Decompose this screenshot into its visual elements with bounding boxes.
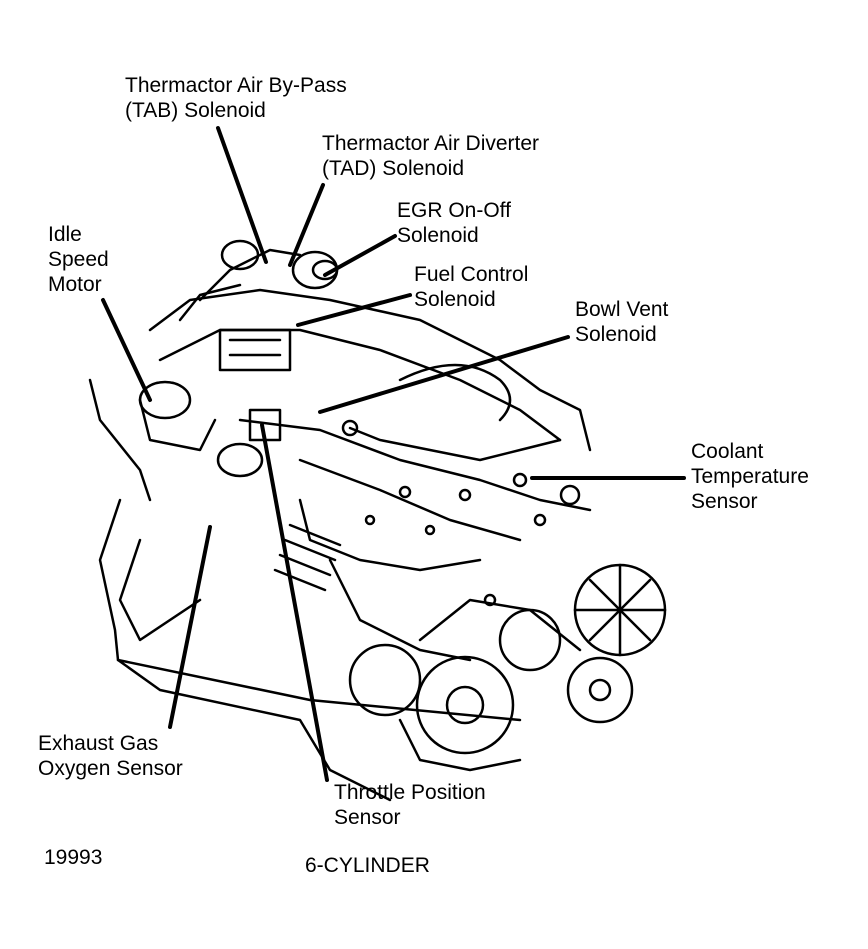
engine-illustration (88, 239, 667, 802)
label-egr-solenoid: EGR On-Off Solenoid (397, 198, 511, 248)
label-line: Sensor (691, 490, 758, 513)
label-line: Thermactor Air By-Pass (125, 74, 347, 97)
label-line: Throttle Position (334, 781, 486, 804)
leader-tad-solenoid (288, 183, 325, 267)
leader-egr-solenoid (323, 234, 397, 277)
label-line: Idle (48, 223, 82, 246)
label-line: Solenoid (414, 288, 496, 311)
leader-bowl-vent-solenoid (318, 335, 570, 414)
label-line: Speed (48, 248, 109, 271)
leader-lines (101, 126, 686, 782)
label-line: Solenoid (397, 224, 479, 247)
leader-exhaust-oxygen-sensor (168, 525, 212, 729)
label-throttle-position-sensor: Throttle Position Sensor (334, 780, 486, 830)
leader-fuel-control-solenoid (296, 293, 412, 327)
figure-number: 19993 (44, 846, 103, 869)
label-line: Exhaust Gas (38, 732, 159, 755)
label-idle-speed-motor: Idle Speed Motor (48, 222, 109, 297)
label-tab-solenoid: Thermactor Air By-Pass (TAB) Solenoid (125, 73, 347, 123)
leader-idle-speed-motor (101, 298, 152, 402)
label-exhaust-gas-oxygen-sensor: Exhaust Gas Oxygen Sensor (38, 731, 183, 781)
label-line: (TAD) Solenoid (322, 157, 464, 180)
label-line: Temperature (691, 465, 809, 488)
label-line: Sensor (334, 806, 401, 829)
label-tad-solenoid: Thermactor Air Diverter (TAD) Solenoid (322, 131, 539, 181)
label-line: Thermactor Air Diverter (322, 132, 540, 155)
label-line: Motor (48, 273, 102, 296)
label-line: Bowl Vent (575, 298, 669, 321)
label-bowl-vent-solenoid: Bowl Vent Solenoid (575, 297, 668, 347)
label-line: (TAB) Solenoid (125, 99, 266, 122)
label-line: Solenoid (575, 323, 657, 346)
label-line: Oxygen Sensor (38, 757, 183, 780)
label-line: Fuel Control (414, 263, 529, 286)
label-coolant-temperature-sensor: Coolant Temperature Sensor (691, 439, 809, 514)
figure-caption: 6-CYLINDER (305, 854, 430, 877)
label-line: EGR On-Off (397, 199, 511, 222)
leader-throttle-position-sensor (260, 423, 329, 782)
label-fuel-control-solenoid: Fuel Control Solenoid (414, 262, 528, 312)
leader-tab-solenoid (216, 126, 268, 264)
label-line: Coolant (691, 440, 764, 463)
